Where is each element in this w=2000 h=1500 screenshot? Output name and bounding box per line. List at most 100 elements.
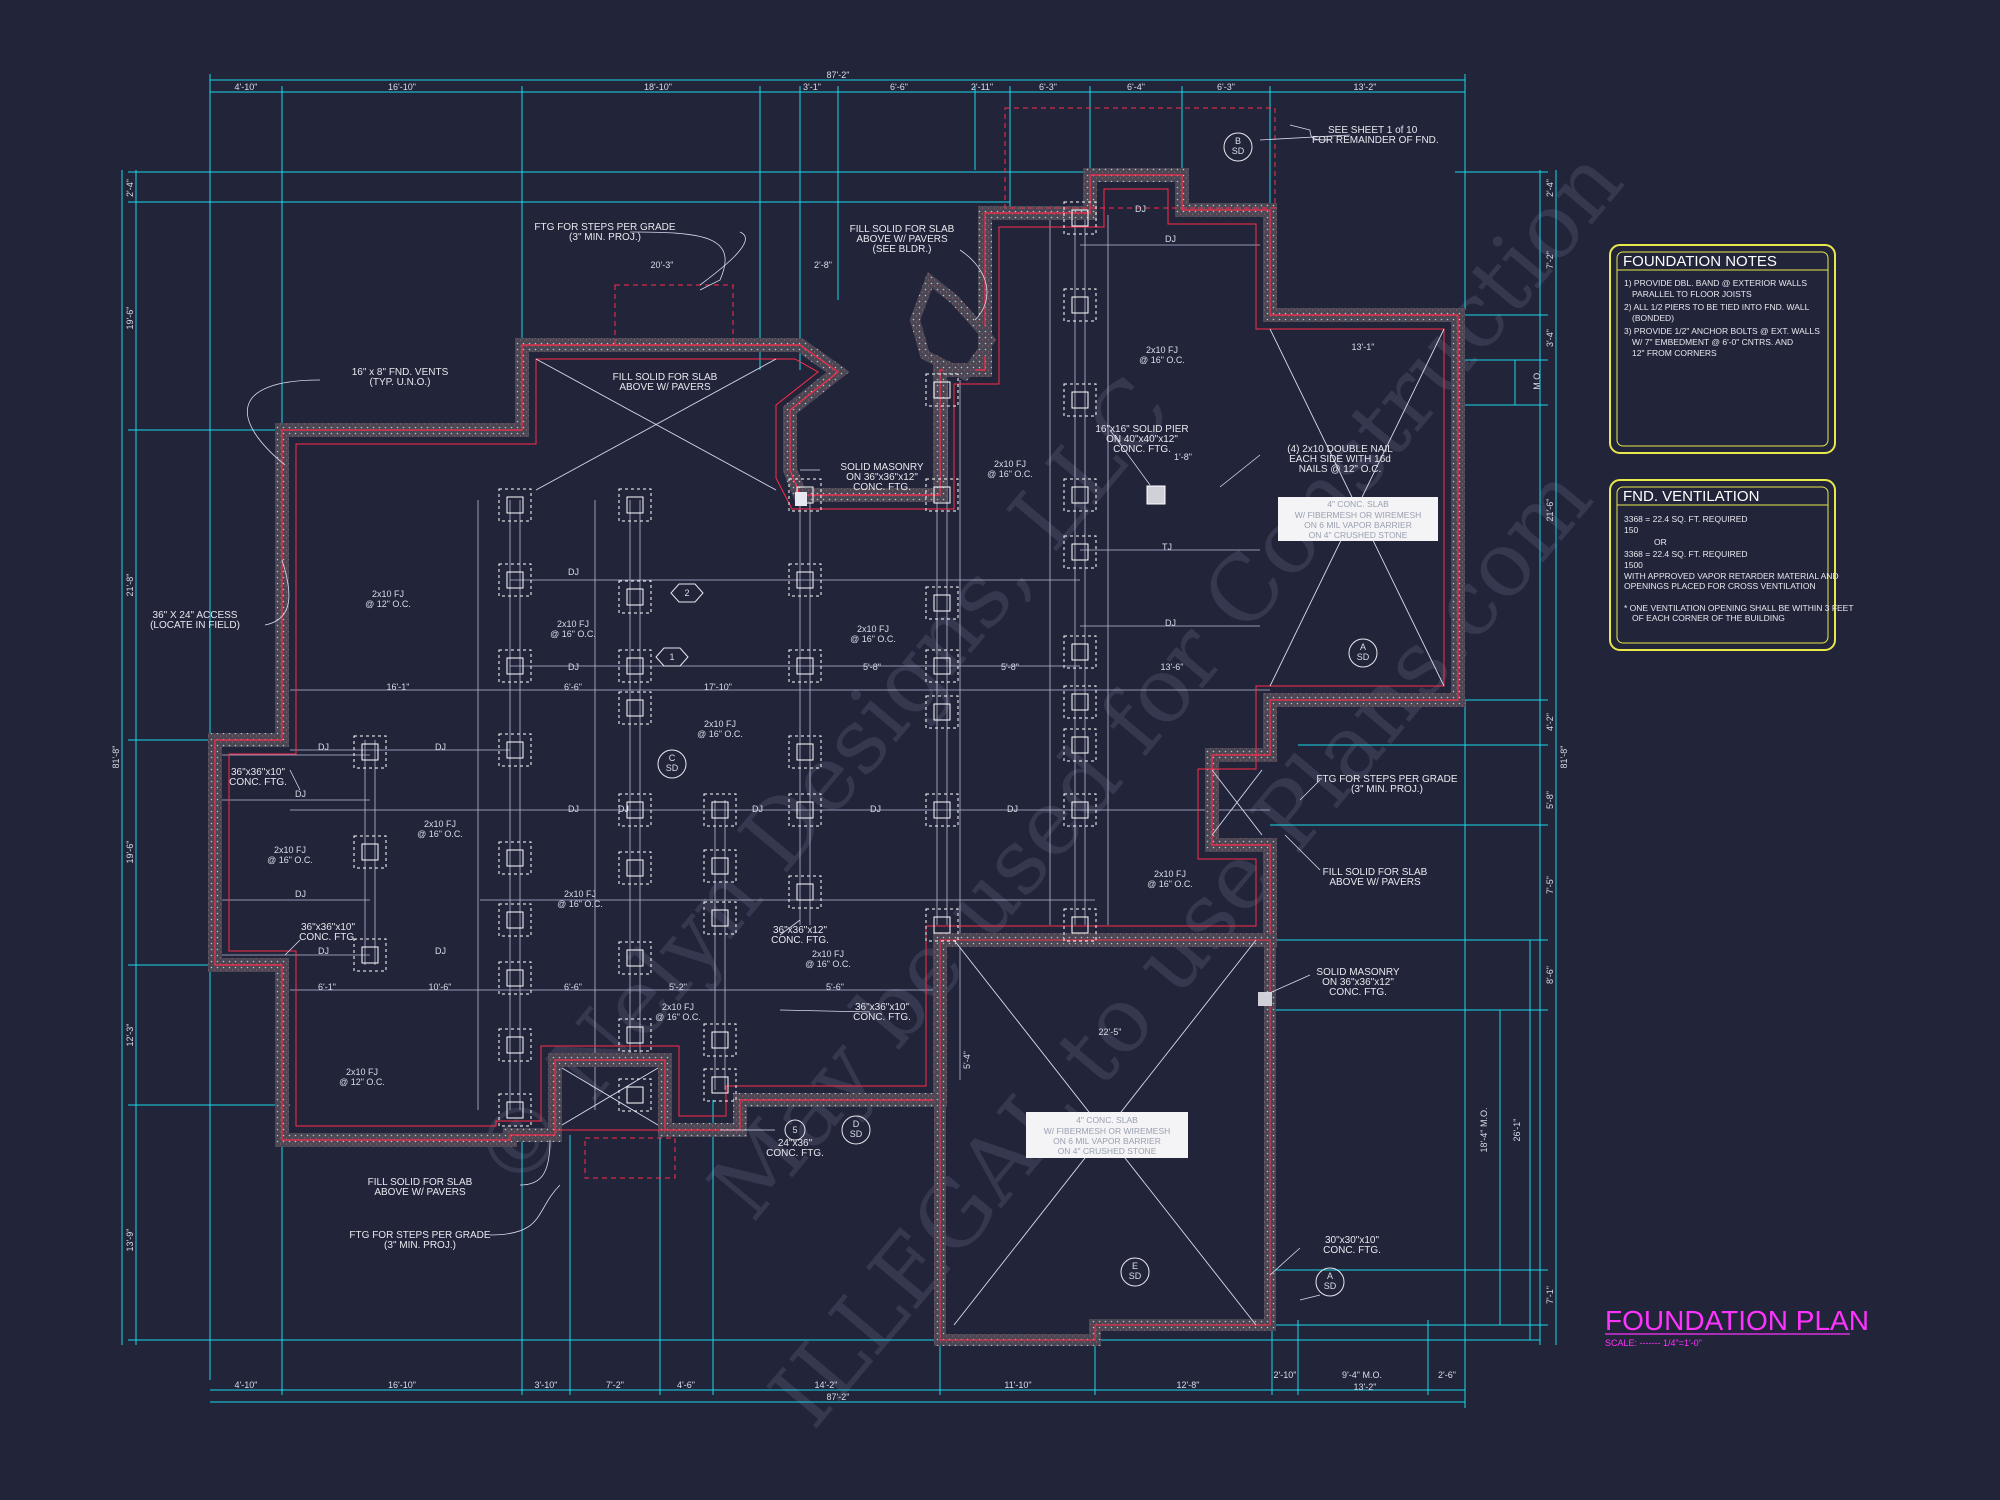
fj-label-j2: @ 16" O.C. xyxy=(805,959,851,969)
slab-note-2-line-1: 4" CONC. SLAB xyxy=(1076,1115,1138,1125)
dim-right-6: 7'-5" xyxy=(1545,876,1555,894)
pier-footing xyxy=(1063,383,1097,417)
tj-1: TJ xyxy=(1162,542,1172,552)
pier xyxy=(361,946,379,964)
pier xyxy=(626,699,644,717)
pier-footing xyxy=(788,649,822,683)
pier-16-line-2: ON 40"x40"x12" xyxy=(1106,434,1178,445)
pier-footing xyxy=(1063,685,1097,719)
pier-footing xyxy=(498,1028,532,1062)
ftg-24-line-2: CONC. FTG. xyxy=(766,1148,824,1159)
dim-right-4: 4'-2" xyxy=(1545,713,1555,731)
fj-label-b1: 2x10 FJ xyxy=(372,589,404,599)
pier-16-line-3: CONC. FTG. xyxy=(1113,444,1171,455)
tag-a-sheet: SD xyxy=(1357,652,1370,662)
dim-top-9: 13'-2" xyxy=(1354,82,1377,92)
dim-bottom-7: 12'-8" xyxy=(1177,1380,1200,1390)
dim-bottom-8: 2'-10" xyxy=(1274,1370,1297,1380)
ftg-24-line-1: 24"x36" xyxy=(778,1138,813,1149)
pier xyxy=(711,801,729,819)
dim-bottom-overall: 87'-2" xyxy=(827,1392,850,1402)
fj-label-c1: 2x10 FJ xyxy=(557,619,589,629)
pier-footing xyxy=(925,695,959,729)
ftg-steps-right-line-1: FTG FOR STEPS PER GRADE xyxy=(1316,774,1457,785)
dim-int-19: M.O. xyxy=(1532,370,1542,390)
dim-int-5: 17'-10" xyxy=(704,682,732,692)
pier xyxy=(506,571,524,589)
pier-footing xyxy=(1063,288,1097,322)
dim-right-2: 3'-4" xyxy=(1545,329,1555,347)
fj-label-h2: @ 16" O.C. xyxy=(267,855,313,865)
vent-8: OF EACH CORNER OF THE BUILDING xyxy=(1632,613,1785,623)
dim-left-3: 19'-6" xyxy=(125,841,135,864)
foundation-notes-panel: FOUNDATION NOTES 1) PROVIDE DBL. BAND @ … xyxy=(1609,244,1836,454)
fnote-4: 3) PROVIDE 1/2" ANCHOR BOLTS @ EXT. WALL… xyxy=(1624,326,1820,336)
fj-label-e1: 2x10 FJ xyxy=(994,459,1026,469)
pier-footing xyxy=(618,941,652,975)
dim-left-1: 19'-6" xyxy=(125,307,135,330)
dim-top-1: 16'-10" xyxy=(388,82,416,92)
fj-label-f1: 2x10 FJ xyxy=(704,719,736,729)
pier-16-line-1: 16"x16" SOLID PIER xyxy=(1095,424,1188,435)
pier-footing xyxy=(1063,908,1097,942)
ventilation-header: FND. VENTILATION xyxy=(1623,488,1759,505)
dim-top-8: 6'-3" xyxy=(1217,82,1235,92)
pier xyxy=(1071,643,1089,661)
dimensions-top: 87'-2" 4'-10" 16'-10" 18'-10" 3'-1" 6'-6… xyxy=(235,70,1377,92)
dim-bottom-5: 14'-2" xyxy=(815,1380,838,1390)
dj-9: DJ xyxy=(295,889,306,899)
pier xyxy=(796,657,814,675)
dim-right-7: 8'-6" xyxy=(1545,966,1555,984)
fnote-1: PARALLEL TO FLOOR JOISTS xyxy=(1632,289,1752,299)
fj-label-h1: 2x10 FJ xyxy=(274,845,306,855)
fj-label-g2: @ 16" O.C. xyxy=(417,829,463,839)
pier-tag-1: 1 xyxy=(669,652,674,662)
fill-solid-right-line-2: ABOVE W/ PAVERS xyxy=(1329,877,1421,888)
dim-int-10: 10'-6" xyxy=(429,982,452,992)
fnd-vents-line-2: (TYP. U.N.O.) xyxy=(370,377,431,388)
dim-int-6: 5'-8" xyxy=(863,662,881,672)
pier-footing xyxy=(788,478,822,512)
vent-2: OR xyxy=(1654,537,1667,547)
pier-footing xyxy=(498,903,532,937)
step-outlines xyxy=(584,107,1276,1179)
slab-note-2-line-3: ON 6 MIL VAPOR BARRIER xyxy=(1053,1136,1161,1146)
pier-footing xyxy=(498,1093,532,1127)
dim-int-13: 5'-6" xyxy=(826,982,844,992)
ftg-left-line-2: CONC. FTG. xyxy=(229,777,287,788)
dim-int-16: 5'-4" xyxy=(962,1051,972,1069)
dim-left-0: 2'-4" xyxy=(125,179,135,197)
dim-bottom-9: 9'-4" M.O. xyxy=(1342,1370,1382,1380)
fill-solid-left-line-1: FILL SOLID FOR SLAB xyxy=(613,372,718,383)
solid-piers xyxy=(795,485,1272,1006)
dim-bottom-1: 16'-10" xyxy=(388,1380,416,1390)
pier xyxy=(506,969,524,987)
pier-footing xyxy=(788,793,822,827)
dj-8: DJ xyxy=(295,789,306,799)
pier xyxy=(506,911,524,929)
pier xyxy=(626,859,644,877)
dim-int-14: 22'-5" xyxy=(1099,1027,1122,1037)
pier xyxy=(626,801,644,819)
dim-bottom-sub: 13'-2" xyxy=(1354,1382,1377,1392)
pier-tag-2: 2 xyxy=(684,588,689,598)
slab-note-2-line-2: W/ FIBERMESH OR WIREMESH xyxy=(1044,1126,1171,1136)
pier-footing xyxy=(925,649,959,683)
fj-label-l2: @ 16" O.C. xyxy=(1147,879,1193,889)
dim-int-12: 5'-2" xyxy=(669,982,687,992)
dim-top-5: 2'-11" xyxy=(971,82,993,92)
double-nail-line-2: EACH SIDE WITH 16d xyxy=(1289,454,1391,465)
slab-note-1-line-3: ON 6 MIL VAPOR BARRIER xyxy=(1304,520,1412,530)
pier xyxy=(1071,296,1089,314)
dim-int-4: 6'-6" xyxy=(564,682,582,692)
pier xyxy=(1071,916,1089,934)
ftg-center-line-1: 36"x36"x12" xyxy=(773,925,827,936)
tag-a2-sheet: SD xyxy=(1324,1281,1337,1291)
vent-6: OPENINGS PLACED FOR CROSS VENTILATION xyxy=(1624,581,1816,591)
dim-bottom-0: 4'-10" xyxy=(235,1380,258,1390)
pier xyxy=(1071,543,1089,561)
vent-3: 3368 = 22.4 SQ. FT. REQUIRED xyxy=(1624,549,1748,559)
slab-note-1-line-1: 4" CONC. SLAB xyxy=(1327,499,1389,509)
dj-15: DJ xyxy=(870,804,881,814)
